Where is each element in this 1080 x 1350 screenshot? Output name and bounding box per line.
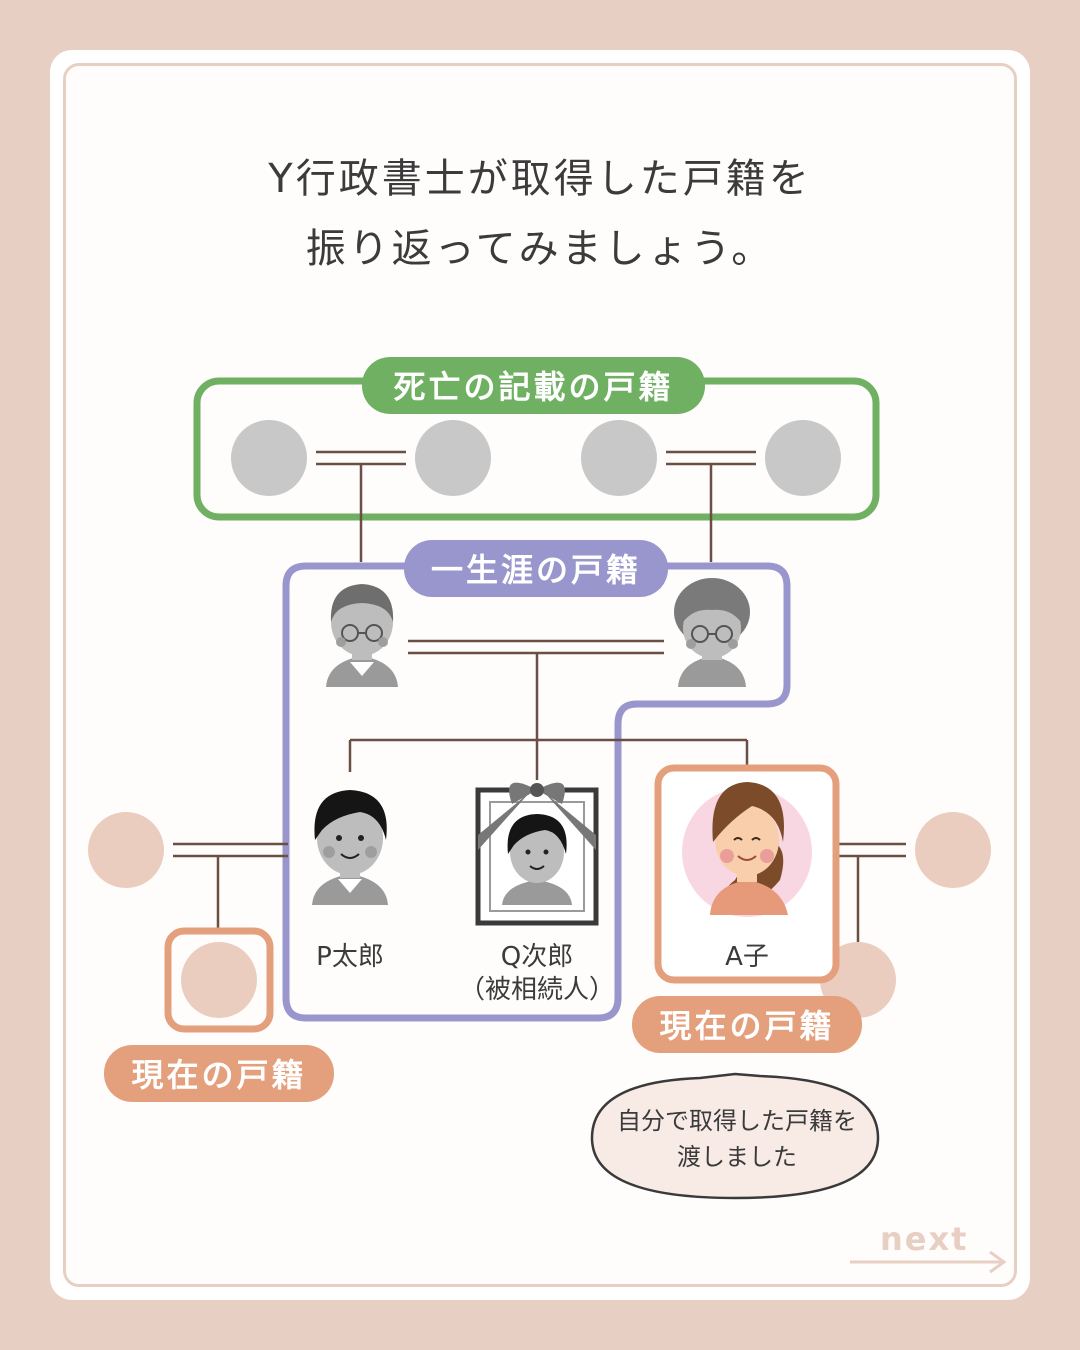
death-record-pill: [362, 357, 705, 414]
q-jiro-label: Q次郎: [500, 942, 574, 972]
left-current-frame: [164, 927, 274, 1033]
grandfather-icon: [326, 584, 398, 687]
next-arrow-icon: [850, 1250, 1007, 1274]
lifetime-label: 一生涯の戸籍: [430, 551, 641, 589]
death-record-label: 死亡の記載の戸籍: [393, 368, 674, 406]
p-taro-child-circle: [181, 942, 257, 1018]
heading-line-1: Y行政書士が取得した戸籍を: [268, 156, 812, 202]
q-jiro-memorial-portrait: [475, 782, 599, 926]
lifetime-pill: [404, 540, 668, 597]
left-current-pill: [104, 1045, 334, 1102]
grandmother-icon: [674, 578, 750, 687]
speech-bubble: [590, 1072, 880, 1200]
speech-bubble-text: 自分で取得した戸籍を 渡しました: [592, 1103, 882, 1175]
heading-line-2: 振り返ってみましょう。: [305, 226, 775, 272]
left-current-label: 現在の戸籍: [131, 1056, 307, 1094]
lifetime-frame: [282, 562, 791, 1022]
right-current-pill: [632, 996, 862, 1053]
p-taro-label: P太郎: [316, 942, 384, 972]
speech-bubble-line-1: 自分で取得した戸籍を: [617, 1107, 857, 1135]
ancestor-marriage-lines: [316, 450, 756, 562]
next-button[interactable]: next: [880, 1220, 969, 1258]
p-taro-spouse-lines: [173, 842, 288, 930]
a-ko-label: A子: [725, 942, 769, 972]
right-current-label: 現在の戸籍: [659, 1007, 835, 1045]
parent-tree-lines: [348, 639, 749, 780]
ancestor-circle-2: [415, 420, 491, 496]
ancestor-circle-1: [231, 420, 307, 496]
ancestor-circle-4: [765, 420, 841, 496]
ancestor-circle-3: [581, 420, 657, 496]
q-jiro-role-label: （被相続人）: [458, 975, 615, 1005]
p-taro-icon: [312, 790, 388, 905]
p-taro-spouse-circle: [88, 812, 164, 888]
speech-bubble-line-2: 渡しました: [677, 1143, 797, 1171]
a-ko-spouse-circle: [915, 812, 991, 888]
a-ko-icon: [710, 782, 788, 915]
